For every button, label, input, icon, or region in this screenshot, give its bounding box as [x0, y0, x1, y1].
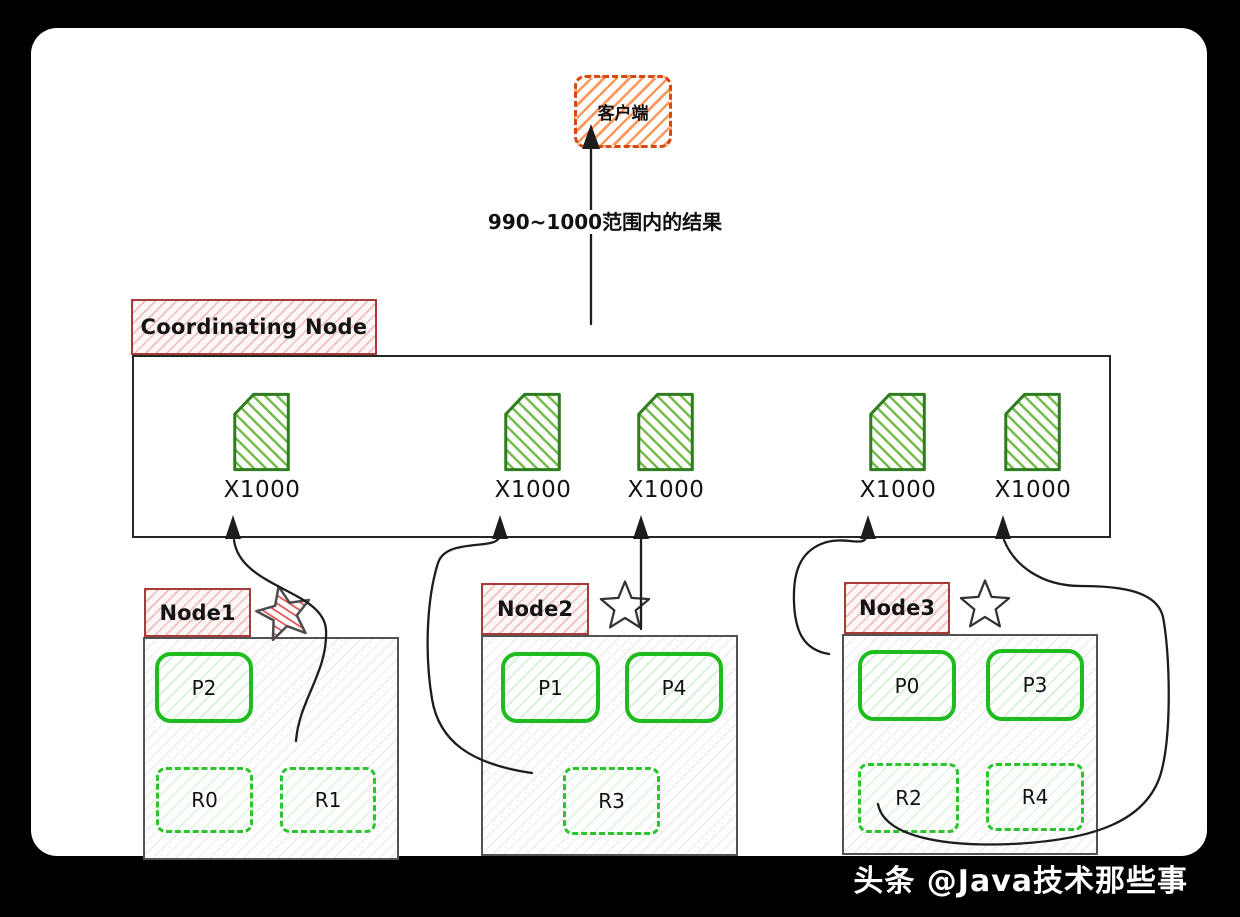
shard-label: P1 — [538, 675, 563, 700]
node2-label-text: Node2 — [497, 597, 573, 621]
replica-shard: R0 — [156, 767, 253, 833]
shard-label: P2 — [191, 675, 217, 700]
shard-label: R3 — [598, 789, 625, 813]
replica-shard: R4 — [986, 763, 1084, 831]
primary-shard: P4 — [625, 652, 723, 723]
shard-label: R2 — [895, 786, 922, 810]
coordinating-node-box: X1000 X1000 X1000 X1000 — [132, 355, 1111, 538]
result-count-label: X1000 — [223, 477, 301, 503]
node3-label: Node3 — [844, 582, 950, 634]
master-node-star-icon — [255, 585, 311, 642]
result-batch: X1000 — [217, 391, 307, 503]
node3-box: P0 P3 R2 R4 — [842, 634, 1098, 855]
shard-label: P3 — [1022, 673, 1048, 697]
result-batch: X1000 — [988, 391, 1078, 503]
client-box: 客户端 — [574, 75, 672, 148]
node1-box: P2 R0 R1 — [143, 637, 399, 860]
result-count-label: X1000 — [859, 477, 937, 503]
document-icon — [637, 392, 694, 472]
shard-label: P4 — [661, 675, 687, 700]
primary-shard: P0 — [858, 650, 956, 721]
result-range-label: 990~1000范围内的结果 — [470, 206, 740, 235]
result-count-label: X1000 — [627, 477, 705, 503]
replica-shard: R2 — [858, 763, 959, 833]
coordinating-node-label: Coordinating Node — [131, 299, 377, 355]
result-batch: X1000 — [488, 391, 578, 503]
shard-label: R0 — [191, 788, 218, 812]
shard-label: R1 — [314, 788, 342, 812]
primary-shard: P2 — [155, 652, 253, 723]
client-label: 客户端 — [597, 104, 649, 124]
document-icon — [233, 392, 290, 472]
shard-label: P0 — [894, 673, 920, 698]
node2-label: Node2 — [481, 583, 589, 635]
result-count-label: X1000 — [994, 477, 1072, 503]
node-star-icon — [959, 579, 1011, 628]
node2-box: P1 P4 R3 — [481, 635, 738, 856]
node-star-icon — [599, 580, 651, 629]
document-icon — [869, 392, 926, 472]
watermark: 头条 @Java技术那些事 — [853, 864, 1188, 899]
node1-label-text: Node1 — [159, 600, 236, 625]
primary-shard: P3 — [986, 649, 1084, 721]
shard-label: R4 — [1021, 785, 1049, 809]
result-range-label-text: 990~1000范围内的结果 — [485, 210, 725, 234]
diagram-canvas: 客户端 Coordinating Node X1000 X1000 — [31, 28, 1207, 860]
result-count-label: X1000 — [494, 477, 572, 503]
replica-shard: R3 — [563, 767, 660, 835]
coordinating-node-label-text: Coordinating Node — [140, 315, 368, 339]
document-icon — [1004, 392, 1061, 472]
document-icon — [504, 392, 561, 472]
result-batch: X1000 — [621, 391, 711, 503]
node1-label: Node1 — [144, 588, 251, 637]
replica-shard: R1 — [280, 767, 376, 833]
node3-label-text: Node3 — [859, 596, 935, 620]
result-batch: X1000 — [853, 391, 943, 503]
primary-shard: P1 — [501, 652, 600, 723]
